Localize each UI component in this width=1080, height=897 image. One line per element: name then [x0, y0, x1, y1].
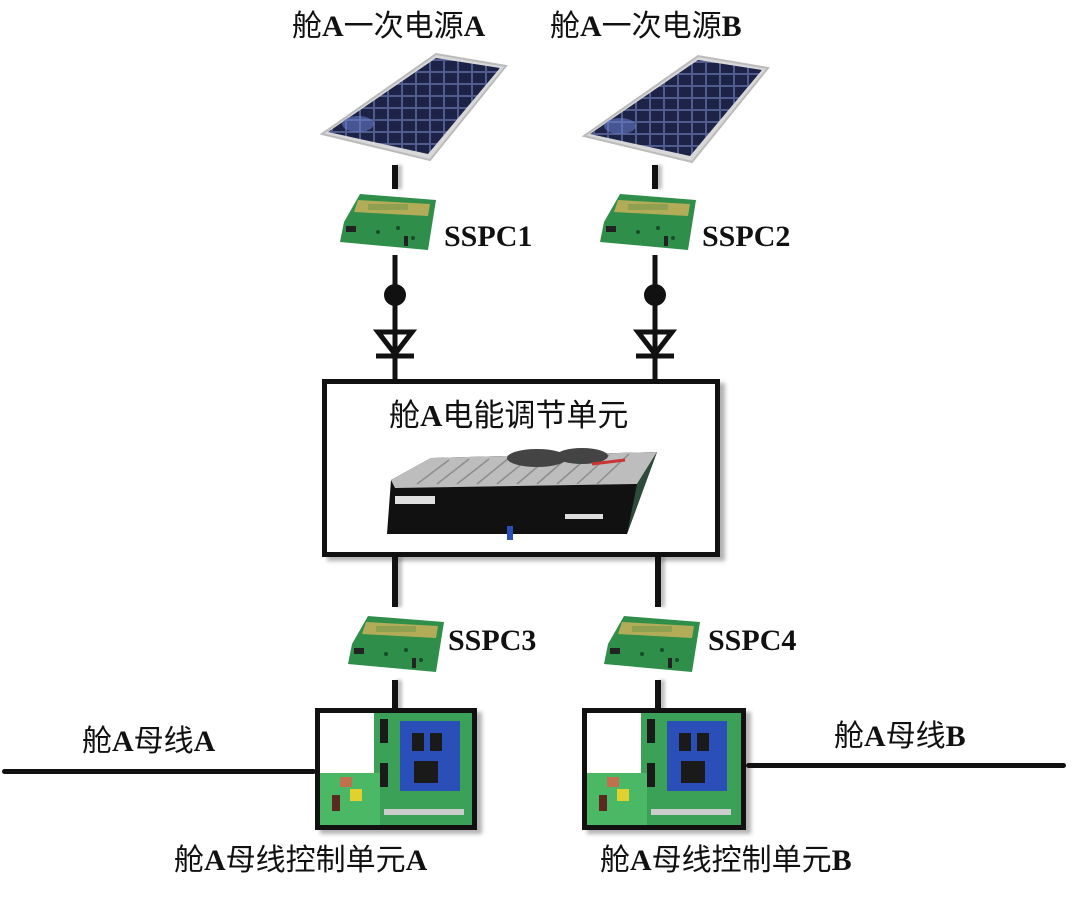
- source-a-label: 舱A一次电源A: [292, 9, 486, 44]
- sspc3-label: SSPC3: [448, 624, 537, 657]
- bcu-a-label: 舱A母线控制单元A: [174, 843, 428, 878]
- wire-source-b-sspc2: [652, 165, 658, 189]
- wire-sspc3-bcu-a: [392, 680, 398, 710]
- junction-dot-icon: [384, 284, 406, 306]
- bus-a-label: 舱A母线A: [82, 724, 216, 759]
- source-b-label: 舱A一次电源B: [550, 9, 742, 44]
- bus-b-line: [746, 763, 1066, 768]
- solar-panel-b-icon: [581, 54, 770, 164]
- sspc1-label: SSPC1: [444, 220, 533, 253]
- sspc3-board-icon: [348, 616, 444, 672]
- sspc2-label: SSPC2: [702, 220, 791, 253]
- wire-sspc4-bcu-b: [655, 680, 661, 710]
- bcu-a-board-icon: [320, 713, 472, 825]
- wire-regulator-sspc4: [655, 557, 661, 607]
- regulator-label: 舱A电能调节单元: [389, 398, 629, 434]
- bcu-b-label: 舱A母线控制单元B: [600, 843, 852, 878]
- sspc4-label: SSPC4: [708, 624, 797, 657]
- wire-source-a-sspc1: [392, 165, 398, 189]
- junction-dot-icon: [644, 284, 666, 306]
- wire-regulator-sspc3: [392, 557, 398, 607]
- diode-icon: [372, 329, 418, 359]
- sspc4-board-icon: [604, 616, 700, 672]
- bus-a-line: [2, 769, 316, 774]
- sspc1-board-icon: [340, 194, 436, 250]
- junction-diode-2: [632, 255, 678, 383]
- diode-icon: [632, 329, 678, 359]
- solar-panel-a-icon: [319, 52, 508, 162]
- regulator-device-icon: [387, 448, 657, 540]
- bus-control-unit-b: [582, 708, 746, 830]
- bus-control-unit-a: [315, 708, 477, 830]
- bcu-b-board-icon: [587, 713, 741, 825]
- bus-b-label: 舱A母线B: [834, 719, 966, 754]
- sspc2-board-icon: [600, 194, 696, 250]
- power-regulation-unit: 舱A电能调节单元: [322, 379, 720, 557]
- junction-diode-1: [372, 255, 418, 383]
